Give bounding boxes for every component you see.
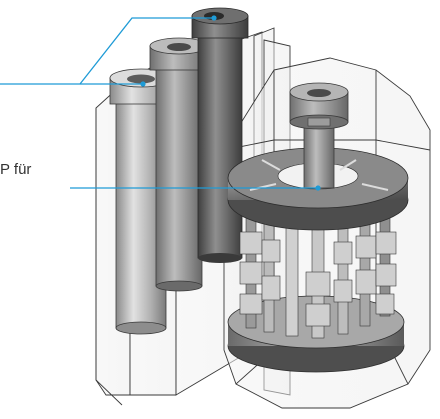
leader-dot-tube-back bbox=[211, 15, 217, 21]
callout-label-fragment: P für bbox=[0, 161, 32, 178]
leader-dots bbox=[140, 15, 321, 191]
central-column bbox=[289, 82, 349, 189]
tube-back-dark bbox=[191, 7, 249, 263]
leader-line-1 bbox=[0, 17, 214, 85]
leader-dot-tube-front bbox=[140, 81, 146, 87]
leader-lines bbox=[0, 17, 318, 189]
cage-modules bbox=[239, 231, 397, 327]
leader-dot-central-column bbox=[315, 185, 321, 191]
tube-middle bbox=[149, 37, 209, 292]
